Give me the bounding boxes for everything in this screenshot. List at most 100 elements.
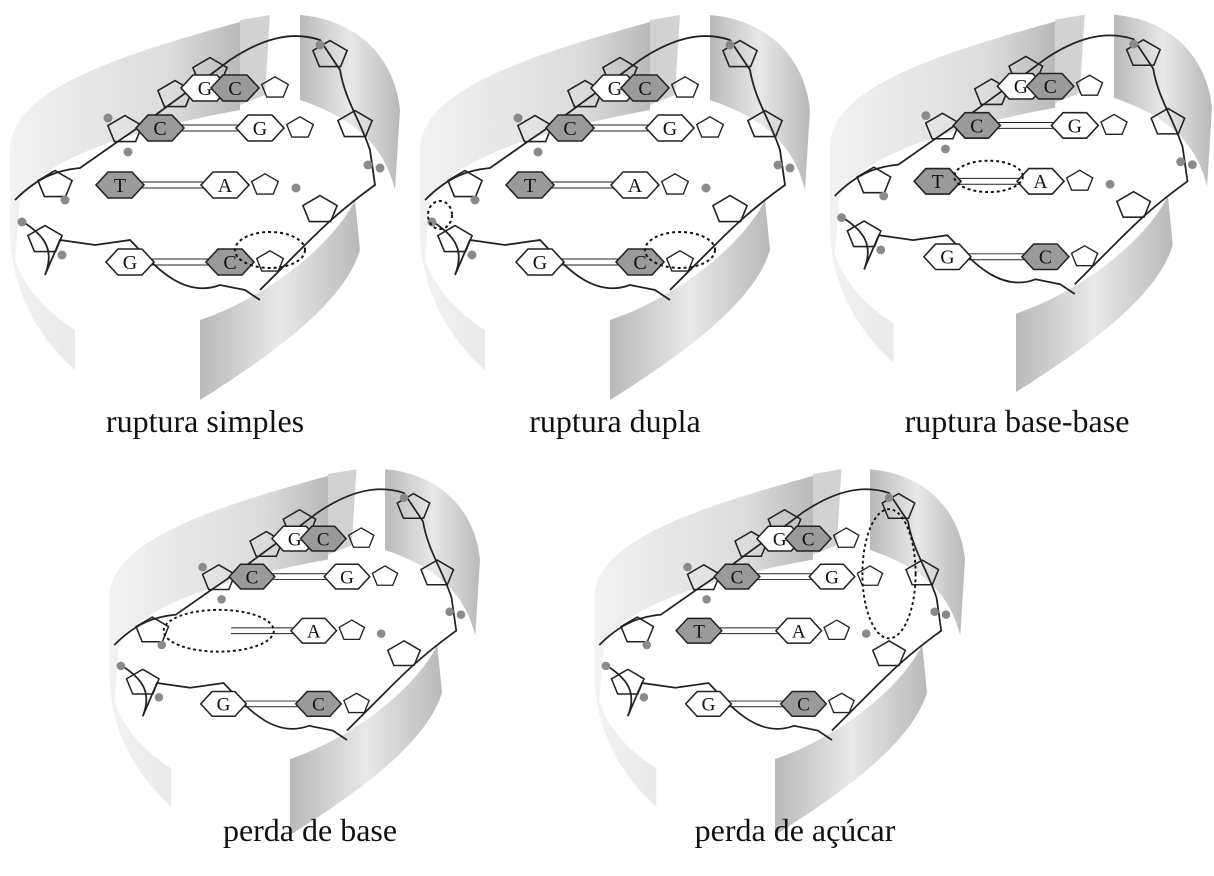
lower-ribbon xyxy=(610,200,770,400)
purine-ring xyxy=(1070,244,1099,267)
sugar-ring xyxy=(856,166,892,194)
front-ribbon xyxy=(420,22,650,370)
base-right xyxy=(619,74,671,102)
phosphate-bead xyxy=(1187,160,1197,170)
backbone-strand-1 xyxy=(14,35,376,291)
sugar-ring xyxy=(436,224,474,253)
base-label: A xyxy=(307,621,321,642)
base-label: G xyxy=(198,78,212,100)
base-left xyxy=(913,167,963,195)
lower-ribbon xyxy=(290,645,443,835)
base-right xyxy=(808,563,856,590)
caption-ruptura-base-base: ruptura base-base xyxy=(904,403,1130,439)
backbone-strand-2 xyxy=(603,663,833,741)
backbone-strand-2 xyxy=(19,219,261,301)
purine-ring xyxy=(343,692,370,714)
base-label: G xyxy=(123,252,137,274)
front-ribbon xyxy=(594,475,813,807)
phosphate-bead xyxy=(861,629,871,638)
sugar-ring xyxy=(1115,190,1152,218)
base-label: G xyxy=(217,695,231,716)
phosphate-bead xyxy=(116,661,126,671)
caption-ruptura-dupla: ruptura dupla xyxy=(529,403,701,439)
sugar-ring xyxy=(1150,107,1186,135)
phosphate-bead xyxy=(445,607,454,617)
sugar-ring xyxy=(36,169,74,198)
phosphate-bead xyxy=(941,144,950,154)
purine-ring xyxy=(832,527,860,548)
phosphate-bead xyxy=(467,250,477,260)
base-right xyxy=(644,114,696,142)
phosphate-bead xyxy=(103,113,113,123)
front-ribbon xyxy=(109,475,328,807)
caption-perda-de-base: perda de base xyxy=(222,812,398,848)
purine-ring xyxy=(1100,113,1128,136)
damage-marker xyxy=(644,231,716,269)
base-right xyxy=(1050,111,1100,139)
purine-ring xyxy=(660,172,690,195)
base-label: G xyxy=(533,252,547,274)
base-right xyxy=(784,525,833,552)
base-label: T xyxy=(693,621,705,642)
phosphate-bead xyxy=(701,183,711,193)
base-right xyxy=(774,617,823,644)
phosphate-bead xyxy=(198,562,207,572)
phosphate-bead xyxy=(773,160,783,170)
base-label: G xyxy=(702,695,716,716)
phosphate-bead xyxy=(879,191,889,201)
base-label: T xyxy=(932,172,944,193)
phosphate-bead xyxy=(876,245,886,255)
base-right xyxy=(289,617,338,644)
phosphate-bead xyxy=(702,595,711,604)
base-pair: A xyxy=(231,617,366,644)
phosphate-bead xyxy=(1105,179,1115,189)
base-left xyxy=(544,114,596,142)
purine-ring xyxy=(260,75,290,98)
purine-ring xyxy=(255,249,285,272)
base-label: G xyxy=(663,118,677,140)
lower-ribbon xyxy=(1016,196,1173,392)
base-label: C xyxy=(312,695,325,716)
phosphate-bead xyxy=(1129,39,1139,49)
sugar-ring xyxy=(610,668,645,695)
base-right xyxy=(209,74,261,102)
purine-ring xyxy=(347,527,375,548)
phosphate-bead xyxy=(1176,157,1186,167)
base-label: C xyxy=(153,118,166,140)
phosphate-bead xyxy=(941,610,951,619)
base-right xyxy=(323,563,371,590)
phosphate-bead xyxy=(399,493,409,503)
lower-ribbon xyxy=(200,200,360,400)
base-label: C xyxy=(317,529,330,550)
purine-ring xyxy=(670,75,700,98)
purine-ring xyxy=(1075,74,1104,96)
base-label: C xyxy=(1039,248,1052,269)
base-left xyxy=(713,563,761,590)
backbone-strand-1 xyxy=(598,488,943,732)
purine-ring xyxy=(338,619,366,641)
base-left xyxy=(134,114,186,142)
base-right xyxy=(234,114,286,142)
base-label: C xyxy=(246,567,259,588)
backbone-strand-2 xyxy=(118,663,348,741)
phosphate-bead xyxy=(921,111,931,121)
phosphate-bead xyxy=(60,195,70,205)
base-right xyxy=(779,690,828,718)
base-label: A xyxy=(792,621,806,642)
sugar-ring xyxy=(396,492,431,520)
